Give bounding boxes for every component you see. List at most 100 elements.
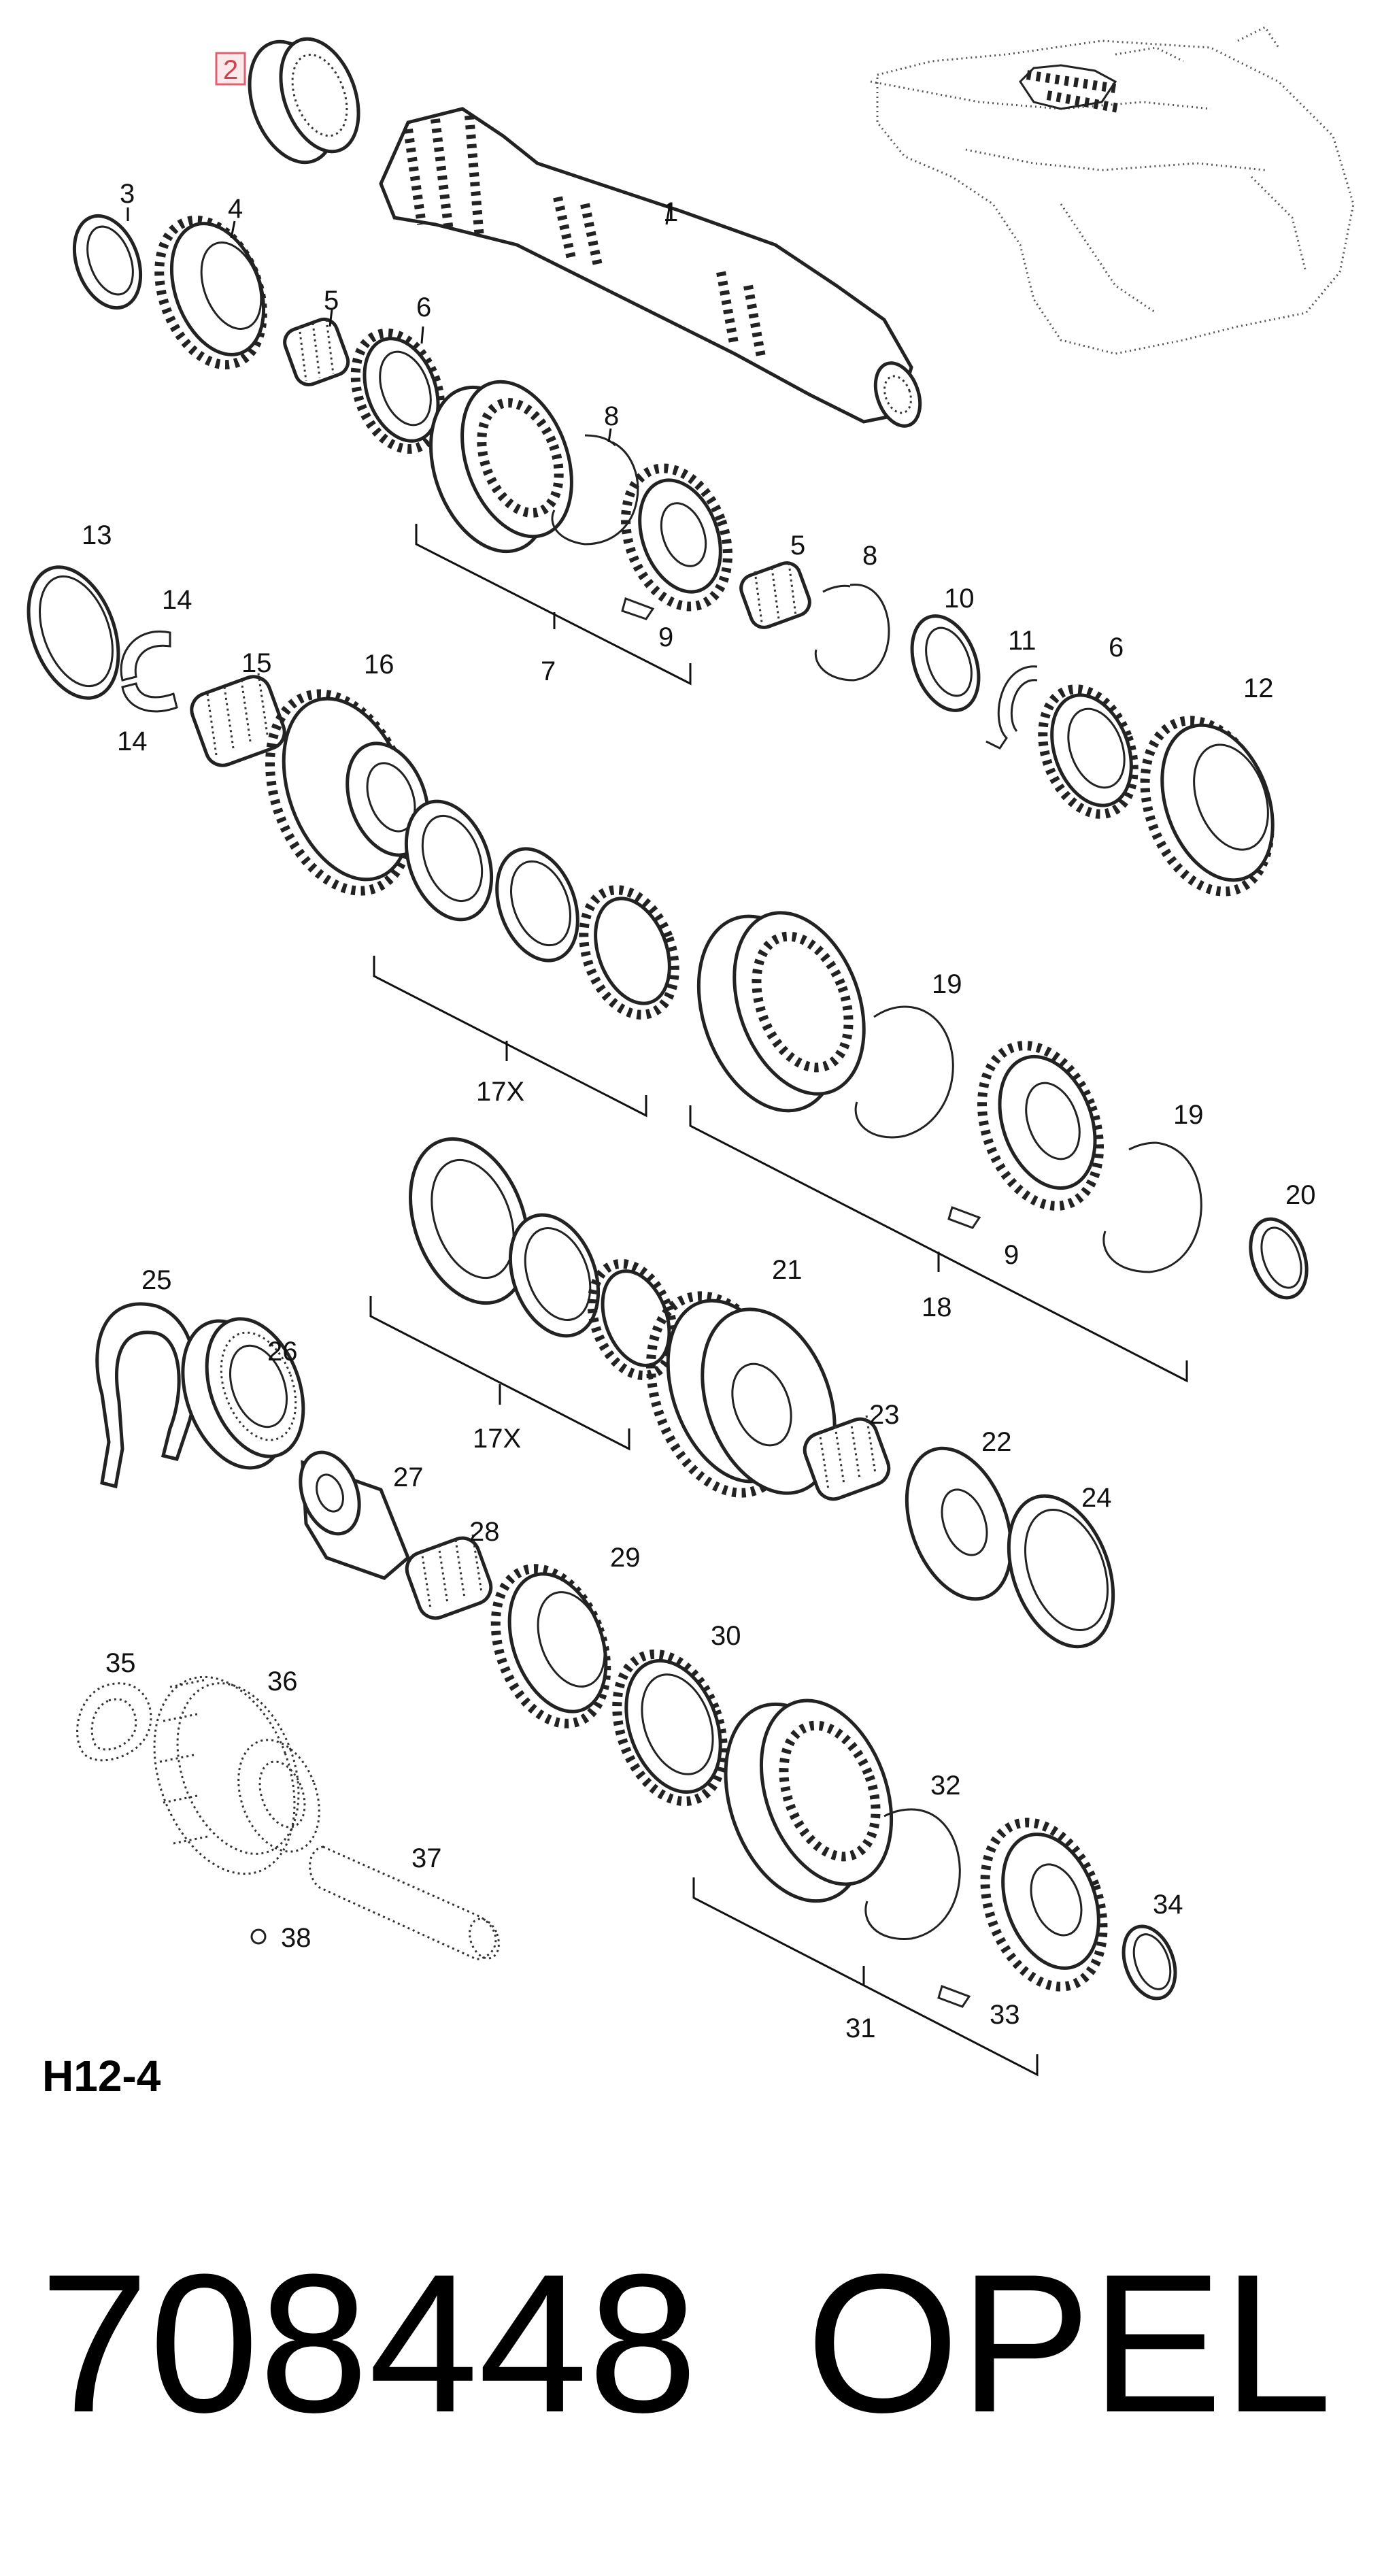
callout-9a[interactable]: 9 bbox=[658, 622, 673, 652]
callout-28[interactable]: 28 bbox=[469, 1517, 500, 1547]
snap-ring-32 bbox=[864, 1808, 961, 1941]
callout-18[interactable]: 18 bbox=[922, 1292, 952, 1322]
synchro-hub-9b bbox=[947, 1041, 1104, 1229]
synchro-ring-6b bbox=[1038, 684, 1139, 819]
needle-bearing-23 bbox=[803, 1415, 891, 1501]
snap-ring-8a bbox=[551, 434, 639, 546]
gear-16 bbox=[265, 689, 430, 896]
washer-35 bbox=[76, 1682, 152, 1762]
callout-33[interactable]: 33 bbox=[990, 2000, 1020, 2030]
callout-30[interactable]: 30 bbox=[711, 1621, 741, 1651]
callout-15[interactable]: 15 bbox=[241, 648, 272, 678]
washer-24 bbox=[1007, 1494, 1115, 1649]
callout-labels: 2 1 3 4 5 6 8 7 9 5 8 10 11 6 12 13 14 1… bbox=[82, 52, 1316, 2043]
callout-8a[interactable]: 8 bbox=[604, 401, 619, 431]
ring-3 bbox=[72, 214, 143, 310]
bushing-27 bbox=[299, 1450, 410, 1580]
callout-34[interactable]: 34 bbox=[1153, 1890, 1183, 1920]
gear-21 bbox=[646, 1291, 837, 1498]
snap-ring-20 bbox=[1249, 1217, 1309, 1300]
callout-2[interactable]: 2 bbox=[223, 55, 238, 85]
synchro-hub-9a bbox=[621, 463, 732, 620]
callout-6a[interactable]: 6 bbox=[416, 292, 431, 322]
callout-19b[interactable]: 19 bbox=[1173, 1100, 1204, 1130]
callout-5b[interactable]: 5 bbox=[790, 531, 805, 561]
ring-13 bbox=[27, 565, 120, 700]
synchro-rings-17xa bbox=[404, 799, 679, 1020]
callout-6b[interactable]: 6 bbox=[1109, 633, 1124, 663]
needle-bearing-5a bbox=[283, 317, 350, 386]
snap-ring-34 bbox=[1122, 1924, 1177, 2001]
ring-10 bbox=[910, 614, 981, 712]
gear-12 bbox=[1140, 716, 1275, 897]
brand-name: OPEL bbox=[806, 2233, 1332, 2454]
washer-22 bbox=[905, 1446, 1013, 1601]
callout-16[interactable]: 16 bbox=[364, 650, 394, 680]
main-shaft-1 bbox=[379, 107, 922, 428]
callout-11[interactable]: 11 bbox=[1008, 626, 1036, 656]
callout-23[interactable]: 23 bbox=[869, 1400, 900, 1430]
needle-bearing-5b bbox=[739, 561, 811, 629]
leader-lines bbox=[127, 203, 671, 443]
bracket-31 bbox=[692, 1877, 1039, 2077]
callout-5a[interactable]: 5 bbox=[324, 286, 339, 316]
snap-ring-8b bbox=[814, 584, 890, 682]
callout-35[interactable]: 35 bbox=[105, 1648, 136, 1678]
callout-17x-a[interactable]: 17X bbox=[476, 1077, 524, 1107]
callout-26[interactable]: 26 bbox=[267, 1337, 298, 1367]
highlight-box bbox=[215, 52, 246, 86]
reverse-idler-gear-36 bbox=[153, 1675, 320, 1875]
callout-36[interactable]: 36 bbox=[267, 1667, 298, 1696]
needle-bearing-15 bbox=[190, 673, 286, 767]
needle-bearing-28 bbox=[405, 1534, 493, 1620]
callout-20[interactable]: 20 bbox=[1285, 1180, 1316, 1210]
callout-14b[interactable]: 14 bbox=[117, 726, 148, 756]
callout-8b[interactable]: 8 bbox=[862, 541, 877, 571]
snap-ring-19a bbox=[854, 1005, 954, 1139]
callout-27[interactable]: 27 bbox=[393, 1462, 424, 1492]
clip-25 bbox=[95, 1302, 198, 1489]
callout-10[interactable]: 10 bbox=[944, 584, 975, 614]
clip-11 bbox=[985, 665, 1038, 750]
synchro-ring-30 bbox=[612, 1649, 728, 1807]
callout-7[interactable]: 7 bbox=[541, 656, 556, 686]
synchro-rings-17xb bbox=[409, 1137, 678, 1381]
idler-shaft-37 bbox=[309, 1845, 500, 1960]
callout-9b[interactable]: 9 bbox=[1004, 1240, 1019, 1270]
bracket-17xa bbox=[373, 956, 647, 1118]
callout-13[interactable]: 13 bbox=[82, 520, 112, 550]
ball-38 bbox=[250, 1928, 267, 1945]
synchro-hub-33 bbox=[937, 1818, 1108, 2008]
callout-17x-b[interactable]: 17X bbox=[473, 1424, 521, 1454]
callout-37[interactable]: 37 bbox=[411, 1843, 442, 1873]
callout-21[interactable]: 21 bbox=[772, 1255, 803, 1285]
callout-12[interactable]: 12 bbox=[1243, 673, 1274, 703]
bracket-18 bbox=[689, 1105, 1188, 1383]
callout-14a[interactable]: 14 bbox=[162, 585, 192, 615]
gearbox-housing-sketch bbox=[870, 26, 1355, 355]
callout-3[interactable]: 3 bbox=[120, 179, 135, 209]
bracket-7 bbox=[415, 524, 692, 686]
diagram-code: H12-4 bbox=[42, 2052, 161, 2101]
callout-31[interactable]: 31 bbox=[845, 2013, 876, 2043]
callout-4[interactable]: 4 bbox=[228, 194, 243, 224]
callout-22[interactable]: 22 bbox=[981, 1427, 1012, 1457]
callout-24[interactable]: 24 bbox=[1081, 1483, 1112, 1513]
snap-ring-19b bbox=[1102, 1141, 1202, 1273]
synchro-sleeve-7 bbox=[429, 380, 573, 554]
synchro-sleeve-18 bbox=[696, 911, 866, 1113]
part-number: 708448 bbox=[39, 2233, 698, 2454]
bracket-17xb bbox=[369, 1296, 630, 1451]
synchro-sleeve-31 bbox=[724, 1699, 894, 1903]
callout-19a[interactable]: 19 bbox=[932, 969, 962, 999]
synchro-ring-6a bbox=[350, 328, 445, 454]
gear-29 bbox=[490, 1564, 611, 1728]
callout-1[interactable]: 1 bbox=[663, 197, 678, 227]
callout-25[interactable]: 25 bbox=[141, 1265, 172, 1295]
bearing-26 bbox=[181, 1317, 305, 1470]
callout-29[interactable]: 29 bbox=[610, 1543, 641, 1573]
callout-32[interactable]: 32 bbox=[930, 1771, 961, 1801]
callout-38[interactable]: 38 bbox=[281, 1923, 311, 1953]
gear-4 bbox=[154, 215, 267, 370]
